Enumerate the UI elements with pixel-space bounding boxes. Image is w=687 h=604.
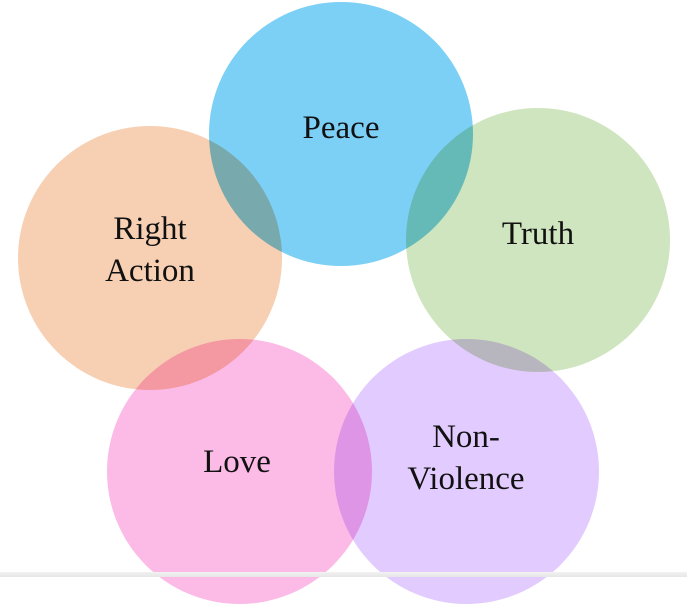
circle-love xyxy=(107,339,372,604)
values-venn-diagram: Peace Truth Right Action Love Non- Viole… xyxy=(18,2,670,604)
label-non-violence-line1: Non- xyxy=(432,419,500,455)
label-non-violence-line2: Violence xyxy=(407,461,525,497)
label-non-violence: Non- Violence xyxy=(407,416,524,500)
circle-non-violence xyxy=(334,339,599,604)
label-truth: Truth xyxy=(501,216,575,252)
circle-truth xyxy=(406,108,670,372)
label-right-action-line2: Action xyxy=(105,253,195,289)
label-right-action: Right Action xyxy=(105,208,195,292)
label-right-action-line1: Right xyxy=(113,211,187,247)
label-peace: Peace xyxy=(302,110,380,146)
bottom-edge-bar xyxy=(0,572,687,577)
label-love: Love xyxy=(203,444,271,480)
